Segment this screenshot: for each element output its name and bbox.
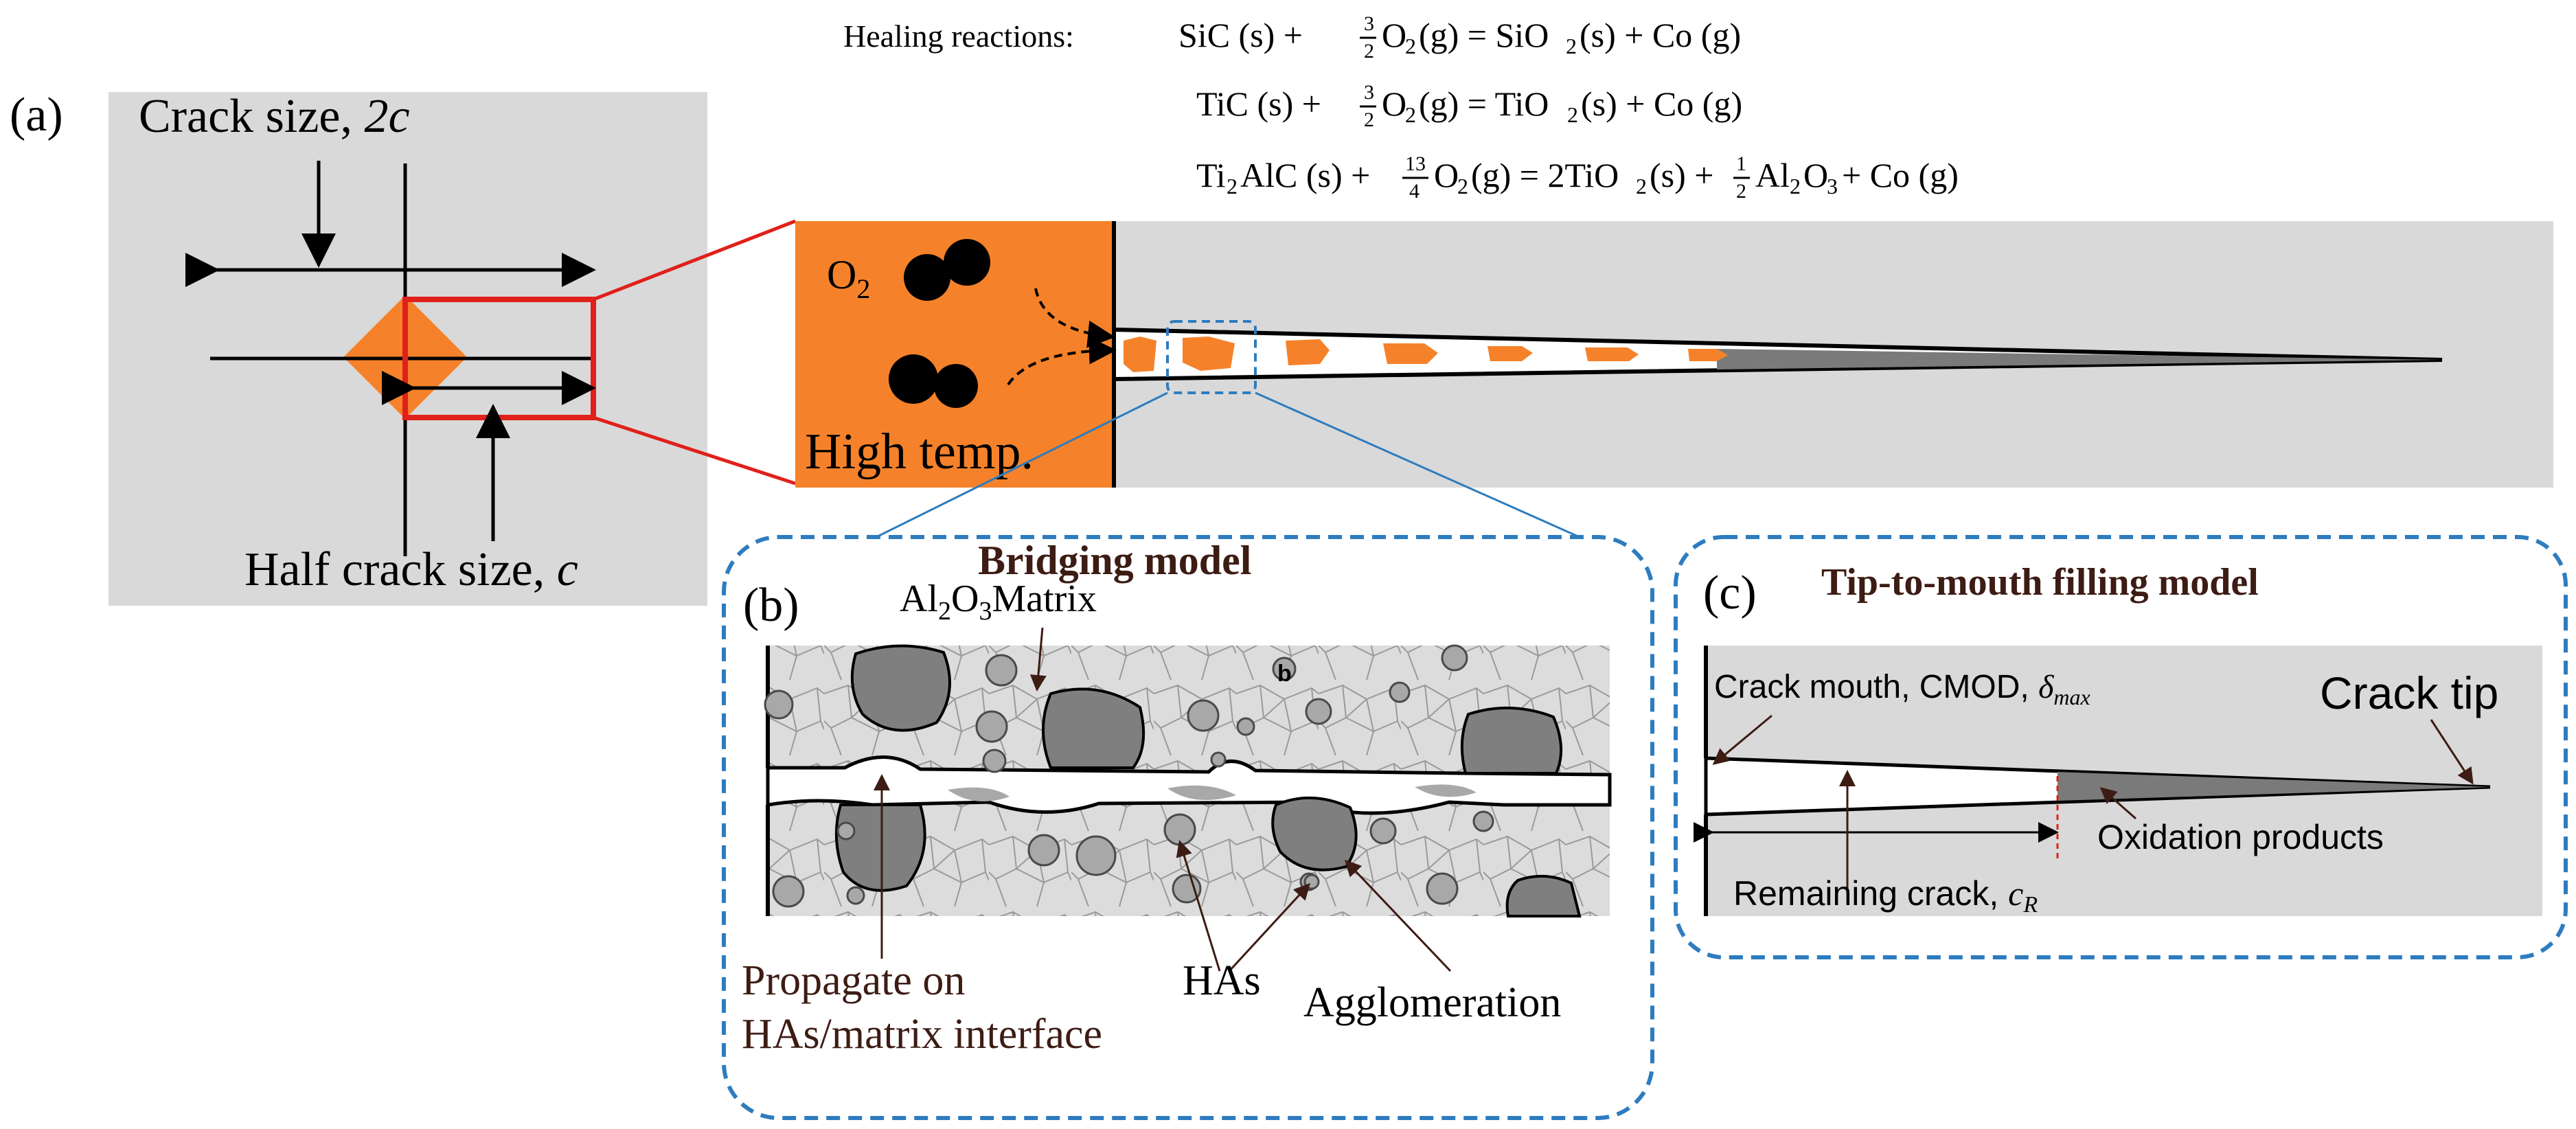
- r3-sub3: 2: [1790, 174, 1801, 198]
- healing-reactions: Healing reactions: SiC (s) + 3 2 O 2 (g)…: [843, 12, 1959, 203]
- oxygen-molecules: [889, 239, 990, 408]
- r3-sub4: 3: [1827, 174, 1838, 198]
- matrix-label: Al2O3Matrix: [900, 578, 1097, 626]
- half-crack-label: Half crack size, c: [244, 543, 578, 596]
- has-arrow-2: [1228, 882, 1311, 972]
- bridge-zoom-box: [1166, 320, 1257, 394]
- bridging-products: [948, 784, 1477, 802]
- agglomeration-arrow: [1344, 859, 1452, 972]
- high-temp-label: High temp.: [805, 424, 1034, 480]
- agglomeration-label: Agglomeration: [1303, 979, 1561, 1026]
- panel-b-label: (b): [743, 579, 799, 632]
- r3-al: Al: [1755, 156, 1790, 194]
- r2-rest3: (s) + Co (g): [1581, 84, 1742, 123]
- panel-c: Tip-to-mouth filling model (c) Crack mou…: [1674, 535, 2568, 959]
- r2-coef-num: 3: [1364, 81, 1374, 104]
- r2-sub2: 2: [1567, 102, 1578, 127]
- zoom-line-top: [593, 219, 796, 301]
- magnified-crack: O2 High temp.: [795, 221, 2553, 488]
- blue-zoom-line-right: [1255, 391, 1580, 538]
- panel-b-title: Bridging model: [978, 538, 1251, 583]
- reaction-1: SiC (s) + 3 2 O 2 (g) = SiO 2 (s) + Co (…: [1178, 12, 1741, 62]
- reaction-3: Ti 2 AlC (s) + 13 4 O 2 (g) = 2TiO 2 (s)…: [1196, 152, 1959, 203]
- panel-a: (a) Crack size, 2c Half crack size, c: [10, 89, 707, 606]
- crack-tip-arrow: [2430, 719, 2474, 785]
- r3-sub1: 2: [1457, 174, 1468, 198]
- panel-b: Bridging model (b) Al2O3Matrix: [722, 535, 1654, 1120]
- r3-reactant-b: AlC (s) +: [1240, 156, 1370, 194]
- r3-rest6: + Co (g): [1842, 156, 1959, 194]
- r1-coef-num: 3: [1364, 12, 1374, 35]
- crack-mouth-label: Crack mouth, CMOD, δmax: [1714, 669, 2090, 709]
- r3-coef2-num: 1: [1736, 152, 1746, 175]
- r2-rest2: (g) = TiO: [1419, 84, 1549, 123]
- r1-coef-den: 2: [1364, 40, 1374, 62]
- remaining-crack-label: Remaining crack, cR: [1733, 874, 2038, 917]
- r1-o: O: [1382, 16, 1406, 54]
- r3-coef2-den: 2: [1736, 180, 1746, 203]
- oxygen-flow-arrow-bottom: [1007, 337, 1117, 386]
- r1-rest2: (g) = SiO: [1419, 16, 1549, 54]
- r3-o2: O: [1803, 156, 1828, 194]
- ha-particles-large: [834, 644, 1582, 917]
- r3-reactant-sub: 2: [1227, 174, 1238, 198]
- has-arrow-1: [1176, 840, 1221, 972]
- oxidation-fill: [2058, 772, 2490, 801]
- r1-rest3: (s) + Co (g): [1580, 16, 1741, 54]
- oxygen-label: O2: [827, 252, 870, 304]
- r3-coef-den: 4: [1409, 180, 1420, 203]
- panel-c-label: (c): [1703, 567, 1757, 619]
- r1-sub2: 2: [1566, 34, 1577, 58]
- propagate-label-line2: HAs/matrix interface: [742, 1011, 1102, 1058]
- r3-sub2: 2: [1636, 174, 1647, 198]
- crack-size-label: Crack size, 2c: [139, 90, 410, 143]
- r2-o: O: [1382, 84, 1406, 123]
- oxidation-fillings: [1124, 337, 1728, 372]
- reaction-2: TiC (s) + 3 2 O 2 (g) = TiO 2 (s) + Co (…: [1196, 81, 1742, 131]
- b-marker: b: [1277, 661, 1292, 687]
- ha-particles-small: [764, 644, 1494, 908]
- propagate-label-line1: Propagate on: [742, 957, 965, 1004]
- oxidized-crack-tip: [1717, 349, 2442, 369]
- r3-rest2: (g) = 2TiO: [1471, 156, 1619, 194]
- r3-o: O: [1434, 156, 1459, 194]
- r1-reactant: SiC (s) +: [1178, 16, 1303, 54]
- matrix-arrow: [1029, 627, 1047, 692]
- crack-mouth-arrow: [1712, 714, 1773, 765]
- panel-a-label: (a): [10, 89, 63, 141]
- crack-tip-label: Crack tip: [2320, 668, 2498, 718]
- r3-rest3: (s) +: [1650, 156, 1713, 194]
- panel-c-title: Tip-to-mouth filling model: [1821, 561, 2259, 604]
- reactions-heading: Healing reactions:: [843, 19, 1074, 54]
- r2-coef-den: 2: [1364, 109, 1374, 131]
- r2-sub1: 2: [1405, 102, 1416, 127]
- zoom-line-bottom: [593, 415, 796, 486]
- oxidation-arrow: [2099, 787, 2136, 820]
- r3-reactant-a: Ti: [1196, 156, 1226, 194]
- r1-sub1: 2: [1405, 34, 1416, 58]
- has-label: HAs: [1183, 957, 1261, 1004]
- r2-reactant: TiC (s) +: [1196, 84, 1321, 123]
- oxidation-products-label: Oxidation products: [2097, 818, 2384, 856]
- r3-coef-num: 13: [1405, 152, 1426, 175]
- blue-zoom-line-left: [876, 391, 1168, 538]
